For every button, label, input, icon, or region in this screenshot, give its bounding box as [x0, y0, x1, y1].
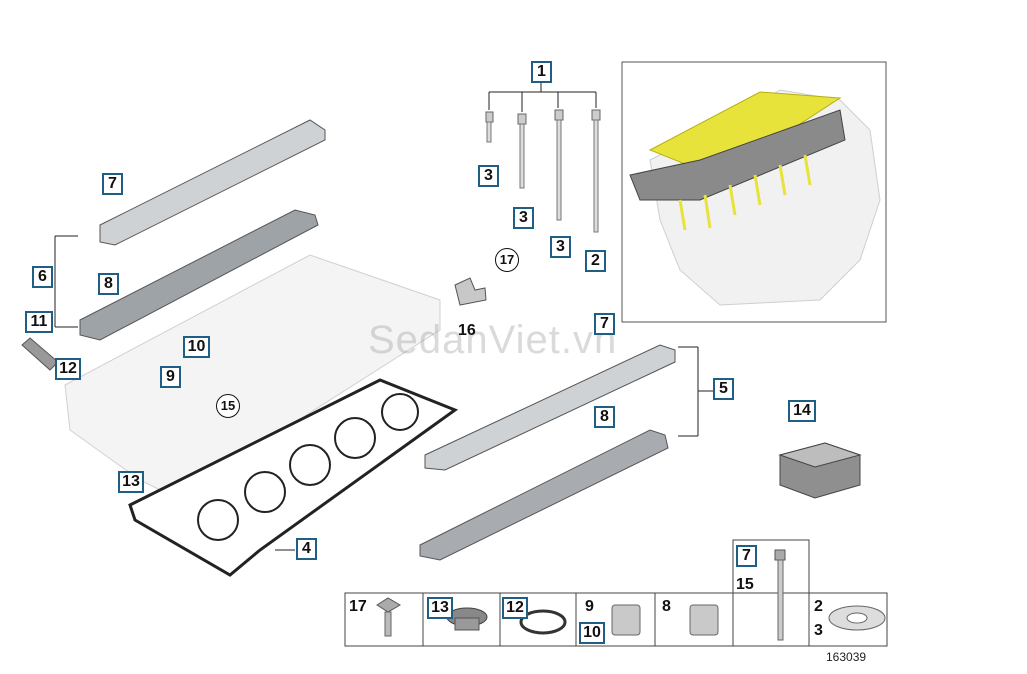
- callout-6: 6: [32, 266, 53, 288]
- table-label-17: 17: [349, 598, 367, 615]
- table-label-8: 8: [662, 598, 671, 615]
- callout-17: 17: [495, 248, 519, 272]
- camshaft-carrier-right: [419, 344, 676, 561]
- callout-8a: 8: [98, 273, 119, 295]
- callout-10: 10: [183, 336, 210, 358]
- callout-7b: 7: [594, 313, 615, 335]
- callout-5: 5: [713, 378, 734, 400]
- watermark: SedanViet.vn: [368, 318, 618, 362]
- callout-13: 13: [118, 471, 144, 493]
- camshaft-carrier-left: [79, 119, 326, 341]
- callout-15: 15: [216, 394, 240, 418]
- callout-3c: 3: [550, 236, 571, 258]
- bolt-group: [485, 109, 601, 233]
- callout-1: 1: [531, 61, 552, 83]
- table-label-15: 15: [736, 576, 754, 593]
- callout-14: 14: [788, 400, 816, 422]
- callout-8b: 8: [594, 406, 615, 428]
- sensor-part: [21, 337, 59, 371]
- table-label-3: 3: [814, 622, 823, 639]
- callout-16: 16: [458, 322, 476, 339]
- table-label-9: 9: [585, 598, 594, 615]
- table-label-12: 12: [502, 597, 528, 619]
- callout-3a: 3: [478, 165, 499, 187]
- table-label-2: 2: [814, 598, 823, 615]
- parts-box: [778, 442, 862, 499]
- head-gasket: [128, 378, 459, 577]
- document-number: 163039: [826, 650, 867, 664]
- callout-7a: 7: [102, 173, 123, 195]
- callout-3b: 3: [513, 207, 534, 229]
- callout-9: 9: [160, 366, 181, 388]
- table-label-10: 10: [579, 622, 605, 644]
- callout-2: 2: [585, 250, 606, 272]
- table-label-7: 7: [736, 545, 757, 567]
- callout-4: 4: [296, 538, 317, 560]
- callout-12: 12: [55, 358, 81, 380]
- table-label-13: 13: [427, 597, 453, 619]
- callout-11: 11: [25, 311, 53, 333]
- table-part-icons: [376, 549, 886, 641]
- engine-inset: [629, 89, 881, 306]
- bracket-part: [454, 277, 487, 306]
